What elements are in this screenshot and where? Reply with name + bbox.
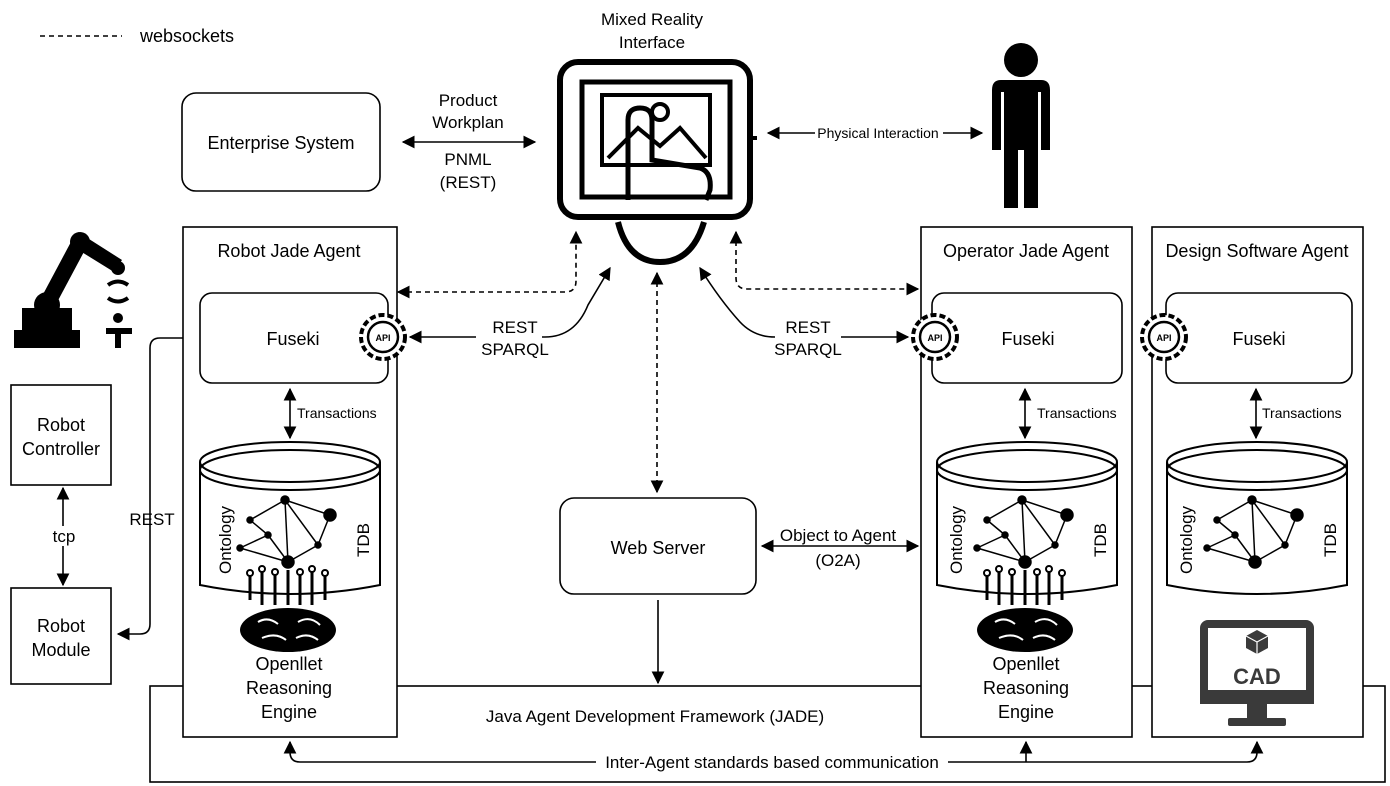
tcp-label-bg <box>48 526 80 546</box>
robot-fuseki-label: Fuseki <box>266 329 319 349</box>
design-fuseki-label: Fuseki <box>1232 329 1285 349</box>
person-icon <box>992 43 1050 208</box>
cad-label: CAD <box>1233 664 1281 689</box>
operator-reasoner-line1: Openllet <box>992 654 1059 674</box>
mr-title-line1: Mixed Reality <box>601 10 704 29</box>
o2a-line1: Object to Agent <box>780 526 897 545</box>
operator-ontology-label: Ontology <box>947 505 966 574</box>
robot-module-line1: Robot <box>37 616 85 636</box>
robot-reasoner-line2: Reasoning <box>246 678 332 698</box>
design-tdb-database-icon <box>1166 441 1348 595</box>
workplan-label: Workplan <box>432 113 504 132</box>
physical-label-bg <box>815 124 943 142</box>
operator-api-gear-icon: API <box>911 313 959 361</box>
robot-api-label: API <box>375 333 390 343</box>
mr-operator-websocket <box>729 230 920 296</box>
operator-transactions-label: Transactions <box>1037 405 1117 421</box>
robot-controller-line1: Robot <box>37 415 85 435</box>
operator-fuseki-label: Fuseki <box>1001 329 1054 349</box>
operator-ontology-graph-icon <box>973 495 1074 569</box>
o2a-line2: (O2A) <box>815 551 860 570</box>
operator-jade-agent: Operator Jade Agent Fuseki API Transacti… <box>911 226 1133 738</box>
pnml-label: PNML <box>444 150 491 169</box>
tablet-hand-icon <box>557 59 757 266</box>
enterprise-system-box <box>181 92 381 192</box>
mr-robot-websocket <box>396 230 583 299</box>
robot-mr-rest-sparql-arrow <box>408 266 611 344</box>
rest-sparql-right-line1: REST <box>785 318 830 337</box>
robot-reasoner-line3: Engine <box>261 702 317 722</box>
design-tdb-label: TDB <box>1321 523 1340 557</box>
robot-brain-icon <box>240 565 336 652</box>
web-server-box <box>559 497 757 595</box>
product-label: Product <box>439 91 498 110</box>
inter-agent-label: Inter-Agent standards based communicatio… <box>605 753 939 772</box>
robot-module-fuseki-arrow <box>116 331 200 641</box>
operator-reasoner-line2: Reasoning <box>983 678 1069 698</box>
physical-interaction-label: Physical Interaction <box>817 125 938 141</box>
enterprise-system-label: Enterprise System <box>207 133 354 153</box>
design-api-gear-icon: API <box>1140 313 1188 361</box>
operator-tdb-database-icon <box>936 441 1118 595</box>
design-ontology-graph-icon <box>1203 495 1304 569</box>
operator-api-label: API <box>927 333 942 343</box>
robot-controller-line2: Controller <box>22 439 100 459</box>
web-server: Web Server <box>559 497 757 595</box>
rest-sparql-left-line2: SPARQL <box>481 340 549 359</box>
robot-agent-title: Robot Jade Agent <box>217 241 360 261</box>
design-agent-title: Design Software Agent <box>1165 241 1348 261</box>
design-ontology-label: Ontology <box>1177 505 1196 574</box>
rest-sparql-right-line2: SPARQL <box>774 340 842 359</box>
rest-side-label: REST <box>129 510 174 529</box>
web-server-label: Web Server <box>611 538 706 558</box>
design-api-label: API <box>1156 333 1171 343</box>
robot-jade-agent: Robot Jade Agent Fuseki API Transactions… <box>182 226 407 738</box>
robot-arm-icon <box>14 232 132 348</box>
enterprise-system: Enterprise System <box>181 92 381 192</box>
rest-label: (REST) <box>440 173 497 192</box>
robot-transactions-label: Transactions <box>297 405 377 421</box>
design-transactions-label: Transactions <box>1262 405 1342 421</box>
inter-agent-label-bg <box>596 752 948 772</box>
mr-title-line2: Interface <box>619 33 685 52</box>
robot-controller: Robot Controller <box>10 384 112 486</box>
robot-ontology-graph-icon <box>236 495 337 569</box>
robot-tdb-label: TDB <box>354 523 373 557</box>
robot-reasoner-line1: Openllet <box>255 654 322 674</box>
operator-reasoner-line3: Engine <box>998 702 1054 722</box>
robot-api-gear-icon: API <box>359 313 407 361</box>
operator-mr-rest-sparql-arrow <box>699 266 910 344</box>
design-software-agent: Design Software Agent Fuseki API Transac… <box>1140 226 1364 738</box>
rest-sparql-right-bg <box>775 318 841 360</box>
operator-tdb-label: TDB <box>1091 523 1110 557</box>
operator-agent-title: Operator Jade Agent <box>943 241 1109 261</box>
mixed-reality-interface: Mixed Reality Interface <box>557 10 757 266</box>
rest-sparql-left-bg <box>476 318 542 360</box>
operator-brain-icon <box>977 565 1073 652</box>
cad-monitor-icon: CAD <box>1200 620 1314 726</box>
legend-websockets-label: websockets <box>139 26 234 46</box>
robot-ontology-label: Ontology <box>216 505 235 574</box>
tcp-label: tcp <box>53 527 76 546</box>
rest-sparql-left-line1: REST <box>492 318 537 337</box>
robot-module-box <box>10 587 112 685</box>
robot-module: Robot Module <box>10 587 112 685</box>
robot-controller-box <box>10 384 112 486</box>
robot-tdb-database-icon <box>199 441 381 595</box>
robot-module-line2: Module <box>31 640 90 660</box>
legend: websockets <box>40 26 234 46</box>
jade-label: Java Agent Development Framework (JADE) <box>486 707 824 726</box>
